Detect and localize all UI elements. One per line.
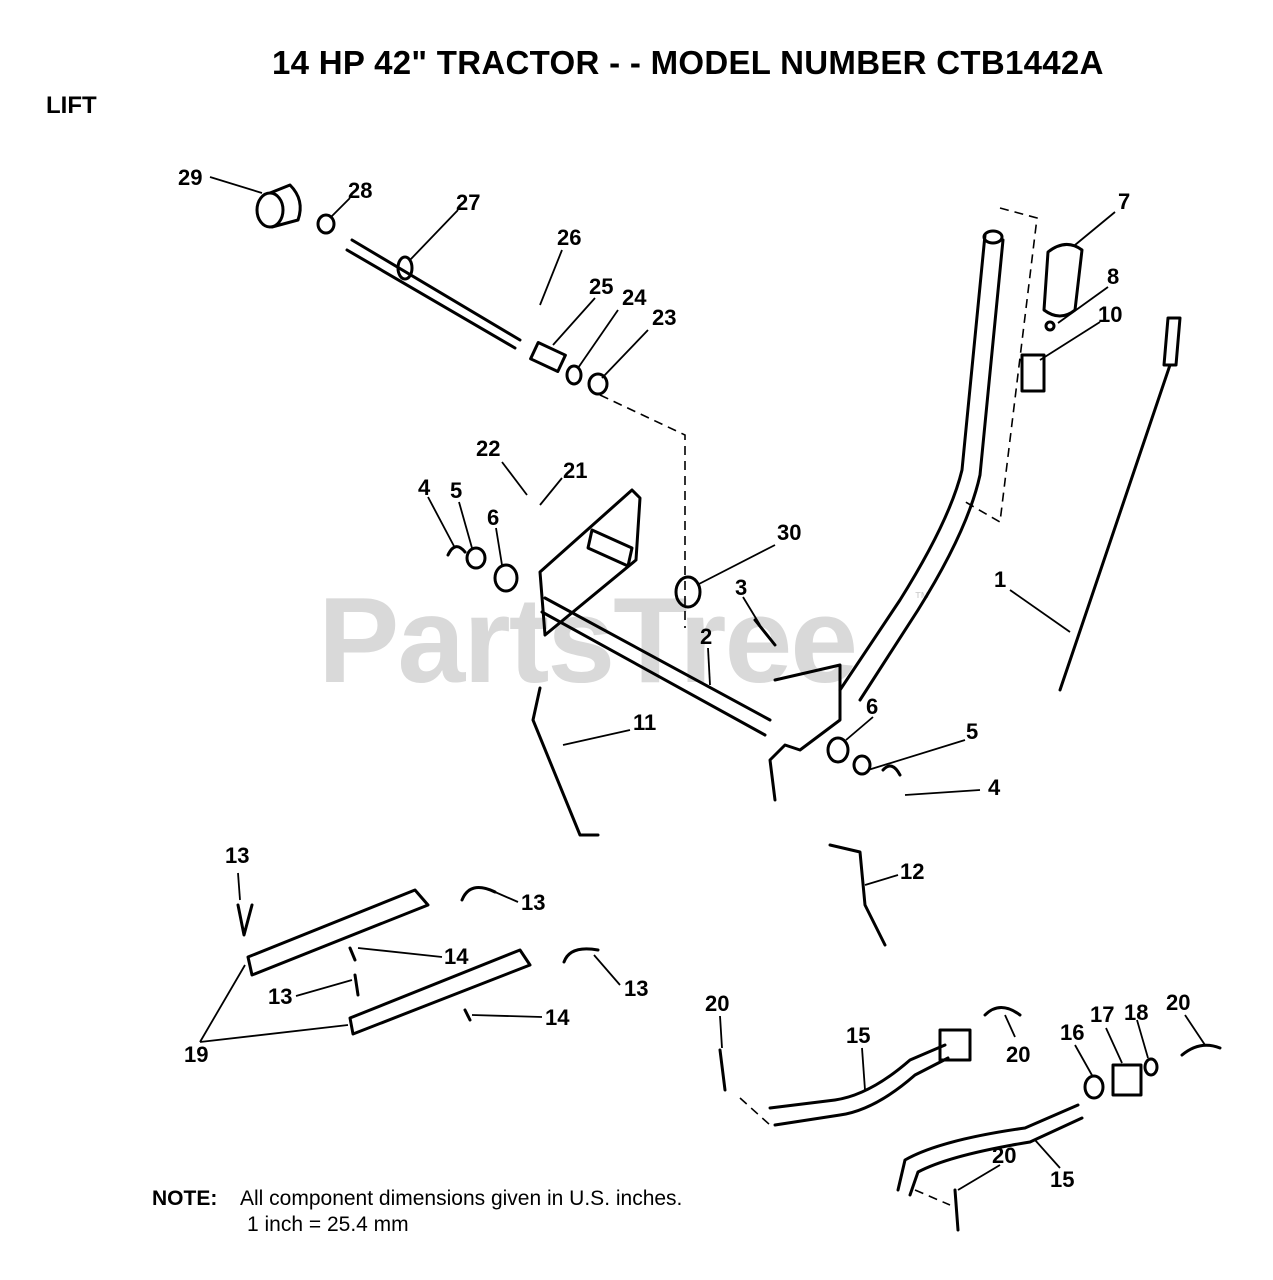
retainer-clip-part bbox=[881, 764, 902, 777]
callout-label: 10 bbox=[1098, 302, 1122, 327]
callout-label: 13 bbox=[624, 976, 648, 1001]
callout-label: 5 bbox=[966, 719, 978, 744]
callout-label: 22 bbox=[476, 436, 500, 461]
collar-part bbox=[674, 575, 702, 609]
bracket-plate-part bbox=[538, 488, 642, 637]
hairpin-clip-part bbox=[1180, 1043, 1222, 1057]
callout-label: 29 bbox=[178, 165, 202, 190]
dimension-note: NOTE: All component dimensions given in U… bbox=[152, 1186, 682, 1238]
lift-handle-part bbox=[838, 233, 1005, 702]
hairpin-clip-part bbox=[562, 947, 600, 964]
assembly-guide-line bbox=[961, 207, 1038, 524]
callout-label: 17 bbox=[1090, 1002, 1114, 1027]
handle-grip-part bbox=[1042, 243, 1084, 318]
lift-link-part bbox=[828, 843, 887, 947]
callout-label: 1 bbox=[994, 567, 1006, 592]
note-label: NOTE: bbox=[152, 1187, 218, 1210]
bushing-part bbox=[493, 563, 519, 593]
callout-label: 16 bbox=[1060, 1020, 1084, 1045]
callout-label: 27 bbox=[456, 190, 480, 215]
callout-label: 21 bbox=[563, 458, 587, 483]
hairpin-clip-part bbox=[460, 886, 497, 902]
threaded-rod-part bbox=[345, 238, 522, 350]
callout-label: 15 bbox=[846, 1023, 870, 1048]
callout-label: 11 bbox=[633, 710, 656, 735]
spring-part bbox=[1020, 353, 1046, 393]
lift-link-part bbox=[531, 686, 600, 837]
release-rod-part bbox=[1058, 316, 1182, 692]
callout-label: 20 bbox=[992, 1143, 1016, 1168]
handle-bracket-part bbox=[768, 663, 842, 802]
knob-part bbox=[255, 183, 302, 229]
callout-label: 6 bbox=[487, 505, 499, 530]
lift-arm-part bbox=[348, 948, 532, 1036]
callout-label: 2 bbox=[700, 624, 712, 649]
callout-label: 13 bbox=[225, 843, 249, 868]
callout-label: 18 bbox=[1124, 1000, 1148, 1025]
callout-label: 7 bbox=[1118, 189, 1130, 214]
section-label: LIFT bbox=[46, 92, 97, 119]
watermark-logo: PartsTree bbox=[318, 572, 858, 708]
button-part bbox=[1044, 320, 1056, 332]
washer-part bbox=[1143, 1057, 1159, 1077]
assembly-guide-line bbox=[599, 394, 686, 628]
hairpin-clip-part bbox=[236, 903, 254, 937]
callout-label: 26 bbox=[557, 225, 581, 250]
callout-label: 24 bbox=[622, 285, 647, 310]
trunnion-block-part bbox=[1111, 1063, 1143, 1097]
note-line-1: All component dimensions given in U.S. i… bbox=[240, 1187, 683, 1210]
pin-part bbox=[753, 618, 777, 647]
callout-label: 25 bbox=[589, 274, 613, 299]
trunnion-block-part bbox=[938, 1028, 972, 1062]
callout-label: 28 bbox=[348, 178, 372, 203]
callout-label: 20 bbox=[705, 991, 729, 1016]
assembly-guide-line bbox=[914, 1189, 951, 1206]
assembly-guide-line bbox=[739, 1097, 771, 1126]
washer-part bbox=[852, 754, 872, 776]
callout-label: 15 bbox=[1050, 1167, 1074, 1192]
diagram-title: 14 HP 42" TRACTOR - - MODEL NUMBER CTB14… bbox=[272, 44, 1104, 81]
callout-label: 14 bbox=[545, 1005, 570, 1030]
callout-leaders bbox=[199, 176, 1206, 1191]
lift-arm-part bbox=[246, 888, 430, 977]
callout-label: 5 bbox=[450, 478, 462, 503]
callout-label: 19 bbox=[184, 1042, 208, 1067]
hairpin-clip-part bbox=[953, 1188, 960, 1232]
callout-label: 13 bbox=[268, 984, 292, 1009]
adjustment-rod-part bbox=[896, 1103, 1084, 1197]
washer-part bbox=[316, 213, 336, 235]
retainer-clip-part bbox=[446, 545, 467, 557]
callout-label: 23 bbox=[652, 305, 676, 330]
pin-part bbox=[348, 946, 357, 962]
callout-label: 30 bbox=[777, 520, 801, 545]
washer-part bbox=[587, 372, 609, 396]
callout-label: 12 bbox=[900, 859, 924, 884]
callout-label: 8 bbox=[1107, 264, 1119, 289]
callout-label: 3 bbox=[735, 575, 747, 600]
callout-label: 20 bbox=[1006, 1042, 1030, 1067]
note-line-2: 1 inch = 25.4 mm bbox=[247, 1213, 409, 1236]
callout-label: 4 bbox=[418, 475, 431, 500]
callout-label: 14 bbox=[444, 944, 469, 969]
pivot-pin-part bbox=[586, 528, 634, 568]
callout-label: 20 bbox=[1166, 990, 1190, 1015]
adjustment-rod-part bbox=[768, 1043, 950, 1127]
handle-tube-end bbox=[982, 229, 1004, 245]
bushing-part bbox=[826, 736, 850, 764]
callout-label: 4 bbox=[988, 775, 1001, 800]
pin-part bbox=[463, 1008, 472, 1022]
hairpin-clip-part bbox=[353, 973, 360, 997]
hairpin-clip-part bbox=[983, 1006, 1022, 1017]
spring-part bbox=[529, 341, 567, 373]
callout-label: 13 bbox=[521, 890, 545, 915]
washer-part bbox=[565, 364, 583, 386]
lift-shaft-part bbox=[540, 596, 772, 737]
washer-part bbox=[465, 546, 487, 570]
washer-part bbox=[1083, 1074, 1105, 1100]
callout-label: 6 bbox=[866, 694, 878, 719]
hairpin-clip-part bbox=[718, 1048, 727, 1092]
